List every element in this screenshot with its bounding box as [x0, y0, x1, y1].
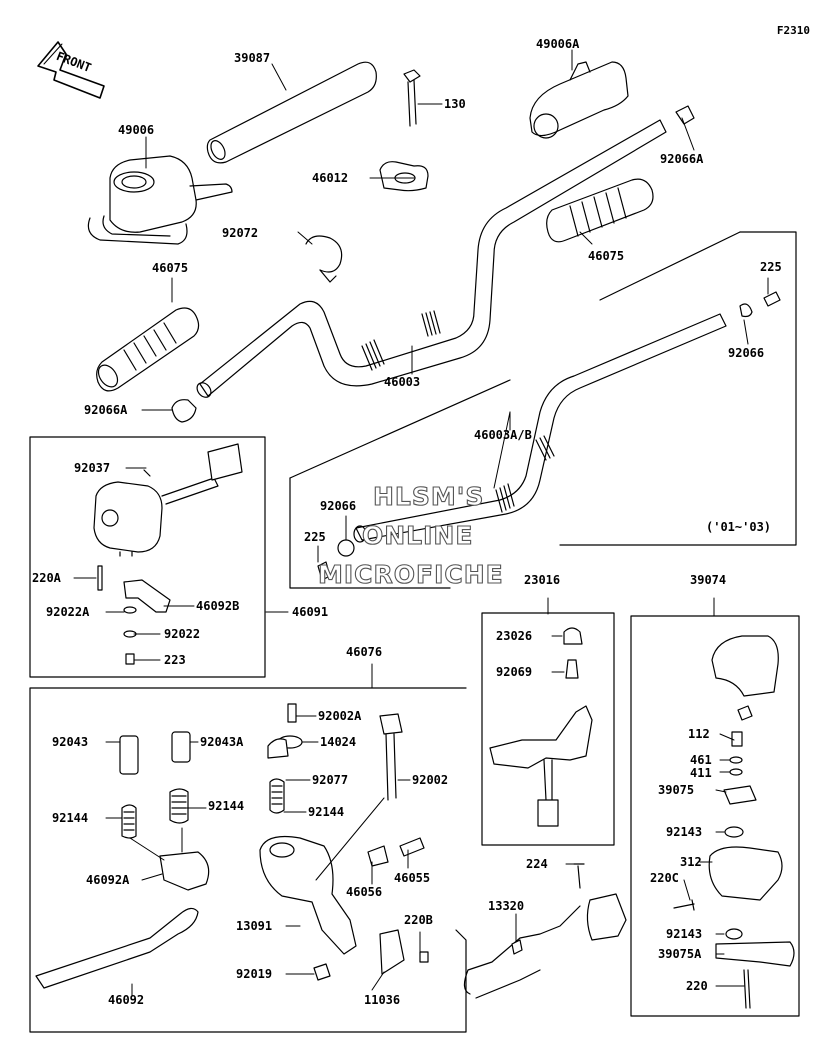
part-label: 23016: [524, 573, 561, 587]
part-label: 223: [164, 653, 186, 667]
bracket-23016: [489, 627, 593, 827]
part-label: 92002: [412, 773, 449, 787]
part-label: 46092A: [86, 873, 130, 887]
part-label: 46012: [312, 171, 349, 185]
part-label: 46075: [588, 249, 625, 263]
part-label: 220B: [404, 913, 433, 927]
section-box-right-upper: [289, 231, 797, 589]
section-box-39074: [630, 615, 800, 1017]
part-label: 220C: [650, 871, 679, 885]
section-box-46091: [29, 436, 266, 678]
switch-39074: [673, 635, 795, 1009]
part-label: 92022A: [46, 605, 90, 619]
bolt-225-right: [739, 291, 781, 318]
part-label: 92066: [728, 346, 765, 360]
part-label: 46075: [152, 261, 189, 275]
leader-lines: [73, 49, 769, 997]
part-label: 225: [760, 260, 782, 274]
part-label: 46003A/B: [474, 428, 532, 442]
part-label: 39075: [658, 783, 695, 797]
part-label: 39087: [234, 51, 271, 65]
part-label: 92019: [236, 967, 273, 981]
part-label: 92069: [496, 665, 533, 679]
part-label: 39074: [690, 573, 727, 587]
part-label: 46076: [346, 645, 383, 659]
bolt-130: [403, 69, 421, 127]
part-label: 92002A: [318, 709, 362, 723]
part-label: 49006A: [536, 37, 580, 51]
part-label: 23026: [496, 629, 533, 643]
watermark-line-3: MICROFICHE: [317, 559, 504, 589]
part-label: 13320: [488, 899, 525, 913]
watermark-line-2: ONLINE: [361, 520, 474, 550]
part-label: 46092: [108, 993, 145, 1007]
part-label: 92072: [222, 226, 259, 240]
grip-tube-39087: [206, 61, 377, 164]
part-label: 49006: [118, 123, 155, 137]
throttle-cover-49006A: [529, 61, 629, 139]
lever-46076: [35, 703, 429, 989]
part-label: 312: [680, 855, 702, 869]
part-label: 92143: [666, 927, 703, 941]
part-label: 46055: [394, 871, 431, 885]
part-label: 92144: [52, 811, 89, 825]
part-label: 92066: [320, 499, 357, 513]
part-label: 92022: [164, 627, 201, 641]
part-label: 46092B: [196, 599, 240, 613]
part-label: 46091: [292, 605, 329, 619]
part-label: 92144: [308, 805, 345, 819]
part-label: 92143: [666, 825, 703, 839]
bolt-225-mid: [317, 539, 355, 581]
year-note: ('01~'03): [706, 520, 772, 534]
part-label: 39075A: [658, 947, 702, 961]
cable-13320: [463, 863, 627, 999]
clamp-46012: [379, 161, 429, 192]
part-label: 14024: [320, 735, 357, 749]
part-label: 92066A: [84, 403, 128, 417]
cap-92066A-left: [171, 399, 197, 423]
part-label: 130: [444, 97, 466, 111]
part-label: 461: [690, 753, 712, 767]
watermark-line-1: HLSM'S: [372, 481, 485, 511]
switch-46091: [93, 443, 243, 665]
figure-code: F2310: [776, 24, 810, 37]
handlebar-46003AB: [353, 313, 727, 543]
part-label: 46003: [384, 375, 421, 389]
throttle-housing-49006: [87, 155, 233, 245]
part-label: 220: [686, 979, 708, 993]
part-label: 46056: [346, 885, 383, 899]
part-label: 92066A: [660, 152, 704, 166]
grip-46075-left: [96, 307, 200, 392]
part-label: 92043: [52, 735, 89, 749]
grip-46075-right: [546, 178, 654, 243]
handlebar-46003: [196, 119, 667, 398]
part-label: 411: [690, 766, 712, 780]
front-arrow-icon: [37, 41, 105, 99]
part-label: 92077: [312, 773, 349, 787]
part-label: 112: [688, 727, 710, 741]
part-label: 92037: [74, 461, 111, 475]
clip-92072: [305, 235, 343, 283]
part-label: 13091: [236, 919, 273, 933]
cap-92066A-top: [675, 105, 695, 125]
part-label: 220A: [32, 571, 61, 585]
section-box-46076: [29, 687, 467, 1033]
part-label: 225: [304, 530, 326, 544]
part-label: 224: [526, 857, 548, 871]
part-label: 11036: [364, 993, 401, 1007]
part-label: 92043A: [200, 735, 244, 749]
part-label: 92144: [208, 799, 245, 813]
